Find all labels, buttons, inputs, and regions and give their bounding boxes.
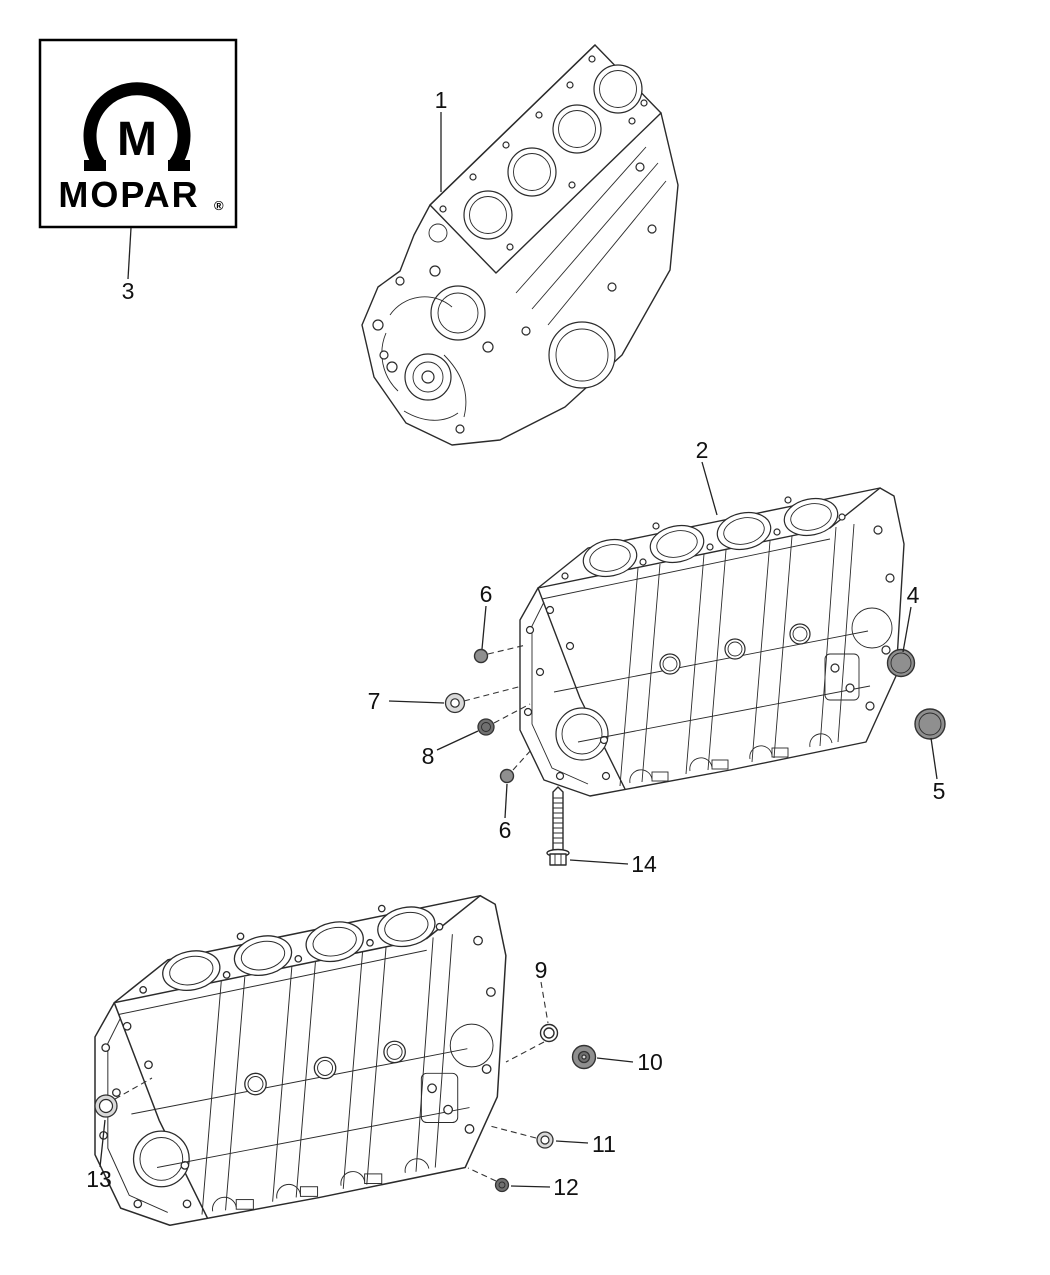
callout-6-upper: 6	[480, 581, 493, 607]
callout-7: 7	[368, 688, 381, 714]
callout-5: 5	[933, 778, 946, 804]
leader-line-10	[596, 1057, 634, 1063]
callout-6-lower: 6	[499, 817, 512, 843]
part-7-seal-plug	[444, 692, 466, 714]
leader-line-6-lower	[504, 783, 508, 819]
dashed-line-8	[493, 703, 531, 724]
callout-9: 9	[535, 957, 548, 983]
part-5-cup-plug	[914, 708, 946, 740]
dashed-line-13	[114, 1077, 153, 1100]
part-13-seal-ring	[94, 1094, 118, 1118]
leader-line-13	[99, 1119, 106, 1168]
engine-block-view-3	[94, 894, 507, 1227]
leader-line-4	[902, 606, 912, 653]
part-6-dowel-lower	[499, 768, 515, 784]
mopar-logo-box: M MOPAR ®	[38, 38, 238, 229]
dashed-line-9b	[505, 1041, 545, 1063]
callout-13: 13	[86, 1166, 112, 1192]
callout-10: 10	[637, 1049, 663, 1075]
callout-1: 1	[435, 87, 448, 113]
callout-11: 11	[592, 1131, 616, 1157]
mopar-wordmark: MOPAR	[58, 174, 199, 215]
callout-4: 4	[907, 582, 920, 608]
leader-line-6-upper	[481, 605, 487, 650]
part-11-seal-ring	[536, 1131, 554, 1149]
leader-line-7	[388, 700, 445, 704]
leader-line-8	[436, 730, 479, 751]
callout-3: 3	[122, 278, 135, 304]
dashed-line-9	[540, 981, 549, 1024]
part-6-dowel-upper	[473, 648, 489, 664]
callout-8: 8	[422, 743, 435, 769]
leader-line-3	[127, 227, 132, 280]
logo-frame	[38, 38, 238, 229]
part-9-o-ring	[539, 1023, 559, 1043]
part-10-gallery-plug	[571, 1044, 597, 1070]
registered-mark: ®	[214, 198, 224, 213]
dashed-line-11	[489, 1125, 537, 1139]
leader-line-5	[930, 737, 938, 780]
dashed-line-12	[467, 1167, 497, 1182]
part-12-plug-nut	[494, 1177, 510, 1193]
callout-14: 14	[631, 851, 657, 877]
leader-line-11	[555, 1140, 589, 1144]
callout-2: 2	[696, 437, 709, 463]
dashed-line-7	[463, 685, 523, 702]
part-8-expansion-plug	[477, 718, 495, 736]
dashed-line-6-lower	[512, 748, 533, 771]
part-4-cup-plug	[886, 648, 916, 678]
engine-block-view-1	[361, 44, 679, 446]
mopar-omega-icon: M	[83, 82, 191, 171]
engine-block-view-2	[519, 487, 905, 797]
callout-12: 12	[553, 1174, 579, 1200]
leader-line-2	[701, 461, 718, 516]
leader-line-14	[569, 859, 629, 865]
dashed-line-6-upper	[487, 644, 527, 655]
leader-line-12	[510, 1185, 551, 1188]
part-14-bolt	[546, 786, 570, 866]
mopar-monogram: M	[117, 113, 157, 166]
